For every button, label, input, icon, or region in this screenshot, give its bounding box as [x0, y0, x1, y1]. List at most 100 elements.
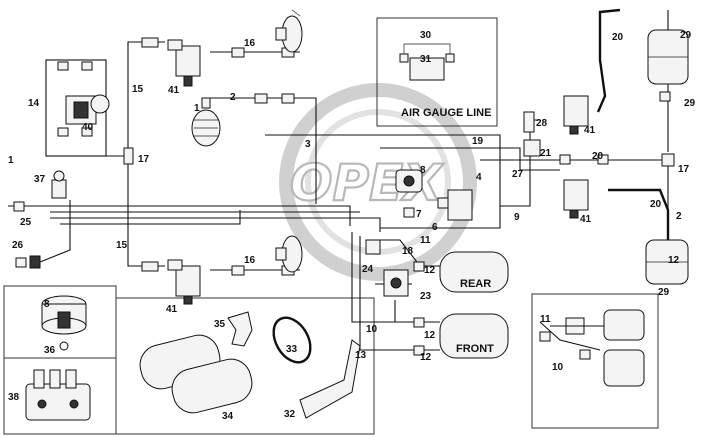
- component-38-knob: [69, 399, 79, 409]
- fitting: [15, 257, 27, 268]
- hose-20-upper: [596, 8, 621, 113]
- valve-23-core: [390, 277, 402, 289]
- component-36: [59, 341, 69, 351]
- callout-3: 3: [305, 139, 311, 150]
- callout-2: 2: [676, 211, 682, 222]
- callout-13: 13: [355, 350, 367, 361]
- fitting: [231, 47, 245, 58]
- valve-37-cap: [53, 170, 65, 182]
- fitting-tee: [123, 147, 134, 165]
- relay-valve-body: [175, 265, 201, 297]
- fitting: [13, 201, 25, 212]
- valve-23: [383, 269, 409, 297]
- air-gauge-line-box: [376, 17, 498, 127]
- component-38-port: [49, 369, 61, 389]
- tank-34-b: [171, 358, 253, 414]
- relay-valve-port: [167, 259, 183, 271]
- callout-34: 34: [222, 411, 234, 422]
- callout-4: 4: [476, 172, 482, 183]
- fitting: [231, 265, 245, 276]
- brake-chamber-rod: [275, 247, 287, 261]
- valve-37-body: [51, 179, 67, 199]
- callout-36: 36: [44, 345, 56, 356]
- valve-40-cap: [90, 94, 110, 114]
- callout-27: 27: [512, 169, 524, 180]
- gauge-block: [409, 57, 445, 81]
- callout-32: 32: [284, 409, 296, 420]
- fitting: [141, 37, 159, 48]
- pipe-main-1: [50, 205, 351, 226]
- relay-valve-41-right-upper: [563, 95, 589, 135]
- callout-31: 31: [420, 54, 432, 65]
- air-tank-rear-body: [439, 251, 509, 293]
- gauge-fitting: [445, 53, 455, 63]
- bracket-35: [227, 311, 253, 347]
- callout-41: 41: [168, 85, 180, 96]
- callout-20: 20: [592, 151, 604, 162]
- spring-brake-chamber-29-upper: [647, 29, 689, 85]
- component-38-body: [25, 383, 91, 421]
- fitting: [413, 261, 425, 272]
- relay-valve-stem: [569, 125, 579, 135]
- callout-1: 1: [8, 155, 14, 166]
- relay-valve-41-left-upper: [167, 39, 201, 87]
- pipe-18: [370, 239, 440, 267]
- valve-24: [365, 239, 381, 255]
- spring-brake-chamber-29-lower: [645, 239, 689, 285]
- inset-right-components: [550, 309, 645, 387]
- callout-14: 14: [28, 98, 40, 109]
- pipe-10-inset: [539, 321, 601, 351]
- callout-30: 30: [420, 30, 432, 41]
- relay-valve-body: [563, 95, 589, 127]
- gauge-assembly-30-31: [399, 43, 455, 81]
- note-rear: REAR: [460, 278, 491, 290]
- air-tank-rear: [439, 251, 509, 293]
- fitting: [597, 154, 609, 165]
- callout-38: 38: [8, 392, 20, 403]
- callout-12: 12: [420, 352, 432, 363]
- callout-20: 20: [650, 199, 662, 210]
- relay-valve-stem: [183, 295, 193, 305]
- relay-valve-body: [175, 45, 201, 77]
- fitting: [281, 93, 295, 104]
- inset-tanks-34: [139, 334, 253, 414]
- callouts: 1 1 2 2 3 4 6 7 8 8 9 10 10 11 11 12 12 …: [8, 30, 696, 422]
- callout-8: 8: [420, 165, 426, 176]
- pipe-27: [500, 119, 540, 207]
- inset-component-8: [41, 295, 87, 351]
- callout-6: 6: [432, 222, 438, 233]
- callout-33: 33: [286, 344, 298, 355]
- callout-12: 12: [424, 265, 436, 276]
- fitting: [413, 317, 425, 328]
- fitting: [81, 127, 93, 137]
- component-38-port: [65, 369, 77, 389]
- callout-25: 25: [20, 217, 32, 228]
- bracket-32: [299, 339, 361, 419]
- fitting: [539, 331, 551, 342]
- callout-10: 10: [366, 324, 378, 335]
- valve-8-core: [403, 175, 415, 187]
- callout-17: 17: [138, 154, 150, 165]
- valve-28: [523, 111, 535, 133]
- callout-28: 28: [536, 118, 548, 129]
- pipe-15-lower: [127, 156, 165, 267]
- callout-21: 21: [540, 148, 552, 159]
- callout-23: 23: [420, 291, 432, 302]
- valve-28-body: [523, 111, 535, 133]
- valve-4-center: [437, 189, 473, 221]
- valve-4-body: [447, 189, 473, 221]
- note-air-gauge-line: AIR GAUGE LINE: [401, 107, 491, 119]
- fitting: [81, 61, 93, 71]
- pipe-frame-center: [265, 134, 501, 229]
- component-1: [191, 97, 221, 147]
- fitting: [57, 61, 69, 71]
- inset-component-38: [25, 369, 91, 421]
- callout-11: 11: [540, 314, 551, 325]
- pipe-19: [380, 147, 560, 171]
- fitting: [579, 349, 591, 360]
- fitting: [254, 93, 268, 104]
- callout-10: 10: [552, 362, 564, 373]
- fitting-tee: [661, 153, 675, 167]
- callout-29: 29: [680, 30, 692, 41]
